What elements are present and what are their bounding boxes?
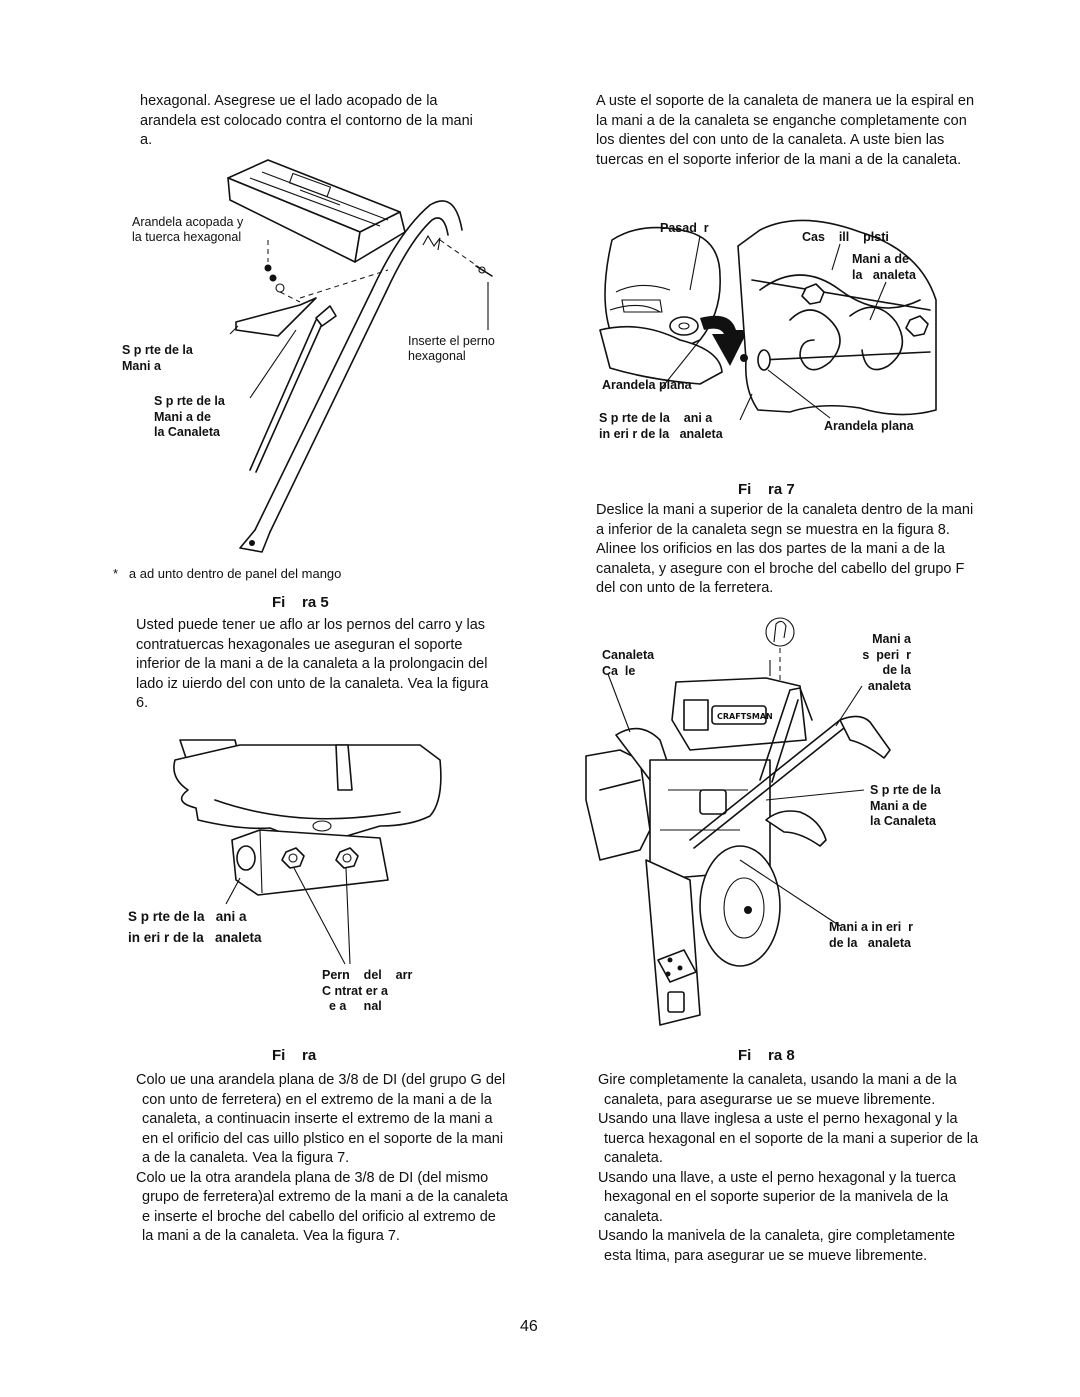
figure-5-caption: Fi ra 5 — [272, 594, 329, 611]
label-chute-handle: Mani a de la analeta — [852, 252, 916, 282]
intro-text-left: hexagonal. Asegrese ue el lado acopado d… — [140, 93, 473, 148]
figure-5-footnote: * a ad unto dentro de panel del mango — [113, 566, 342, 581]
label-flat-washer-right: Arandela plana — [824, 419, 914, 433]
bullet-list-left: Colo ue una arandela plana de 3/8 de DI … — [136, 1071, 508, 1247]
label-support-chute-handle-fig8: S p rte de la Mani a de la Canaleta — [870, 783, 941, 828]
figure-6-caption: Fi ra — [272, 1047, 317, 1064]
label-flat-washer-left: Arandela plana — [602, 378, 692, 392]
bullet-right-2: Usando una llave inglesa a uste el perno… — [598, 1111, 979, 1166]
label-lower-support-chute: S p rte de la ani a in eri r de la anale… — [599, 411, 723, 441]
label-washer-nut: Arandela acopada y la tuerca hexagonal — [132, 215, 244, 244]
label-support-handle: S p rte de la Mani a — [122, 343, 193, 373]
bullet-list-right: Gire completamente la canaleta, usando l… — [598, 1071, 980, 1266]
label-bolt-nut: Pern del arr C ntrat er a e a nal — [322, 968, 413, 1013]
page-number: 46 — [520, 1318, 538, 1335]
intro-text-right: A uste el soporte de la canaleta de mane… — [596, 93, 975, 168]
bullet-left-2: Colo ue la otra arandela plana de 3/8 de… — [136, 1169, 508, 1245]
label-insert-bolt: Inserte el perno hexagonal — [408, 334, 495, 363]
label-lower-support: S p rte de la ani a in eri r de la anale… — [128, 909, 262, 945]
bullet-right-1: Gire completamente la canaleta, usando l… — [598, 1072, 957, 1108]
paragraph-figure-6: Usted puede tener ue aflo ar los pernos … — [136, 617, 489, 711]
figure-8-caption: Fi ra 8 — [738, 1047, 795, 1064]
label-bushing: Cas ill plsti — [802, 230, 889, 244]
label-support-chute-handle: S p rte de la Mani a de la Canaleta — [154, 394, 225, 439]
label-upper-handle: Mani a s peri r de la analeta — [862, 632, 911, 693]
label-chute-cable: Canaleta Ca le — [602, 648, 655, 678]
bullet-right-4: Usando la manivela de la canaleta, gire … — [598, 1228, 956, 1264]
figure-7-caption: Fi ra 7 — [738, 481, 795, 498]
paragraph-figure-8: Deslice la mani a superior de la canalet… — [596, 502, 974, 596]
label-pin: Pasad r — [660, 221, 709, 235]
bullet-left-1: Colo ue una arandela plana de 3/8 de DI … — [136, 1072, 506, 1166]
bullet-right-3: Usando una llave, a uste el perno hexago… — [598, 1169, 956, 1225]
brand-plate: CRAFTSMAN — [717, 712, 773, 721]
label-lower-handle: Mani a in eri r de la analeta — [829, 920, 914, 950]
